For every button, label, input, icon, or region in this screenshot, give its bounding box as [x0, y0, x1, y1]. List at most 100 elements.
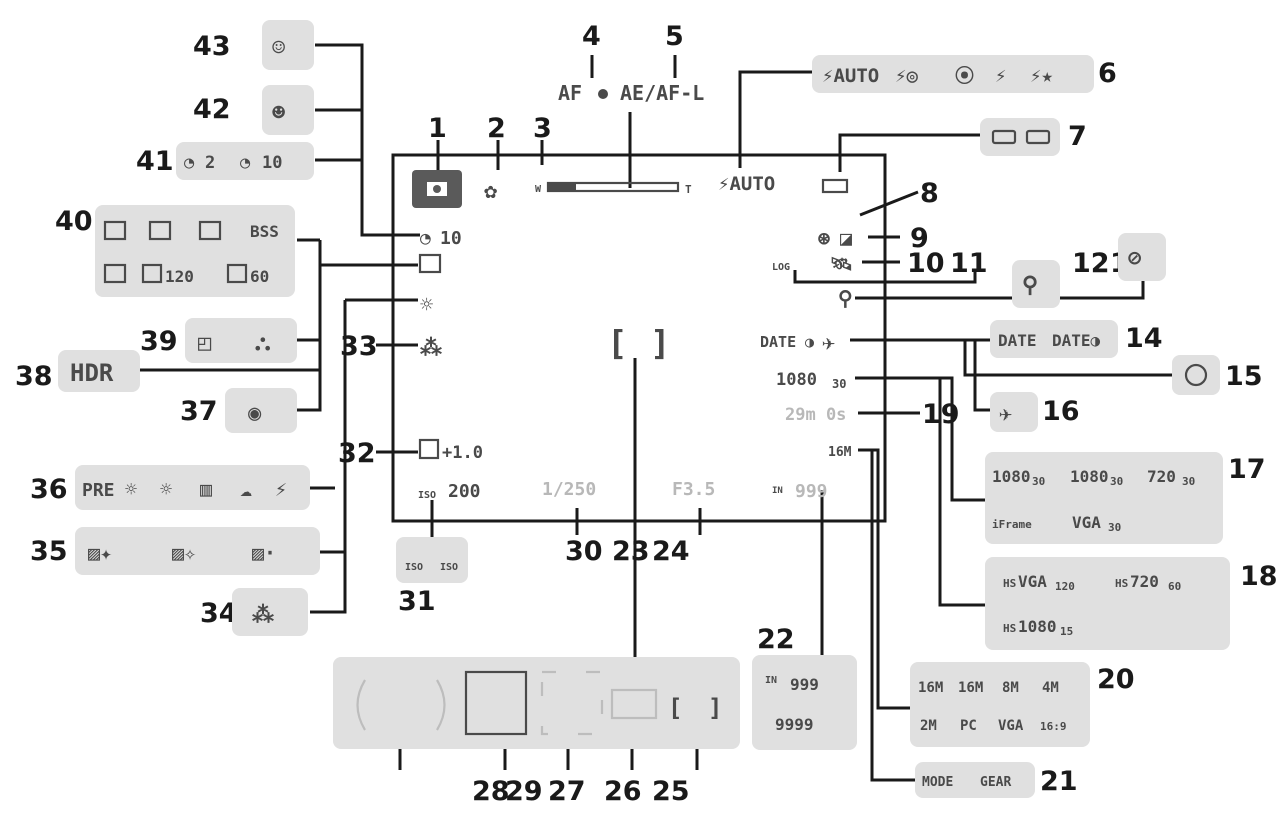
- camera-lens-icon: [433, 185, 441, 193]
- movie-option-3-res: 720: [1147, 467, 1176, 486]
- callout-5: 5: [665, 21, 684, 52]
- continuous-60: 60: [250, 267, 269, 286]
- movie-option-5-fps: 30: [1108, 521, 1121, 534]
- callout-20: 20: [1097, 664, 1135, 695]
- af-dot-icon: [598, 89, 608, 99]
- multi-shot-16-icon: [103, 263, 127, 284]
- panel-pet-timer: [262, 20, 314, 70]
- movie-option-iframe: iFrame: [992, 518, 1032, 531]
- callout-numbers: 1 2 3 4 5 6 7 8 9 10 11 12 13 14 15 16 1…: [15, 21, 1278, 807]
- panel-battery: [980, 118, 1060, 156]
- panel-travel: [990, 392, 1038, 432]
- callout-19: 19: [922, 399, 960, 430]
- callout-29: 29: [505, 776, 543, 807]
- flash-mode-indicator: ⚡AUTO: [718, 173, 775, 195]
- exposure-comp-value: +1.0: [442, 443, 483, 463]
- battery-level-indicator: [821, 178, 849, 194]
- tripod-icon: ⛬: [255, 331, 270, 356]
- callout-22: 22: [757, 624, 795, 655]
- continuous-h-icon: [103, 220, 127, 241]
- flash-slow-option: ⚡★: [1030, 65, 1053, 87]
- memory-indicator: IN: [772, 486, 783, 496]
- image-size-2m: 2M: [920, 718, 937, 734]
- panel-eye-fi-off: [1118, 233, 1166, 281]
- travel-indicator-icon: ✈: [822, 331, 835, 356]
- timer-icon-10: ◔: [240, 153, 251, 173]
- movie-option-1-res: 1080: [992, 467, 1031, 486]
- panel-smile-timer: [262, 85, 314, 135]
- iso-label-small: ISO: [405, 562, 423, 573]
- movie-option-5-res: VGA: [1072, 513, 1101, 532]
- callout-12: 12: [1072, 248, 1110, 279]
- continuous-l-icon: [148, 220, 172, 241]
- callout-17: 17: [1228, 454, 1266, 485]
- timer-icon-2: ◔: [184, 153, 195, 173]
- motion-detection-icon: ◰: [198, 331, 212, 356]
- hs-label-3: HS: [1003, 622, 1016, 635]
- face-frame-left: [356, 679, 366, 731]
- vivid-normal-icon: ▨✧: [172, 541, 196, 565]
- af-indicator: AF: [558, 81, 582, 105]
- callout-6: 6: [1098, 58, 1117, 89]
- hs-movie-3-res: 1080: [1018, 617, 1057, 636]
- callout-35: 35: [30, 536, 68, 567]
- callout-32: 32: [338, 438, 376, 469]
- exposures-remaining-indicator: 999: [795, 481, 828, 502]
- movie-length-remaining: 29m 0s: [785, 405, 846, 425]
- panel-flash-modes: [812, 55, 1094, 93]
- movie-frame-rate: 30: [832, 377, 846, 391]
- travel-destination-icon: ✈: [999, 402, 1012, 427]
- image-size-16-9: 16:9: [1040, 720, 1067, 733]
- wb-cloudy-icon: ☁: [240, 477, 252, 501]
- zoom-wide-label: W: [535, 184, 542, 195]
- hs-movie-3-fps: 15: [1060, 625, 1073, 638]
- white-balance-pre: PRE: [82, 480, 115, 501]
- panel-motion: [185, 318, 297, 363]
- iso-indicator-label: ISO: [418, 490, 436, 501]
- callout-43: 43: [193, 31, 231, 62]
- image-size-8m: 8M: [1002, 680, 1019, 696]
- hs-label-1: HS: [1003, 577, 1016, 590]
- battery-low-icon: [1025, 129, 1051, 145]
- continuous-120-icon: [141, 263, 163, 284]
- face-frame-right: [436, 679, 446, 731]
- blink-proof-icon: ◉: [248, 401, 262, 426]
- callout-28: 28: [472, 776, 510, 807]
- movie-option-2-res: 1080: [1070, 467, 1109, 486]
- panel-eye-fi: [1012, 260, 1060, 308]
- focus-area-box: [610, 688, 658, 720]
- callout-40: 40: [55, 206, 93, 237]
- panel-iso: [396, 537, 468, 583]
- hs-movie-1-fps: 120: [1055, 580, 1075, 593]
- movie-option-3-fps: 30: [1182, 475, 1195, 488]
- image-size-16m: 16M: [958, 680, 983, 696]
- continuous-60-icon: [226, 263, 248, 284]
- callout-11: 11: [950, 248, 988, 279]
- callout-26: 26: [604, 776, 642, 807]
- callout-37: 37: [180, 396, 218, 427]
- flash-redeye-option: ⚡◎: [895, 65, 918, 87]
- zoom-indicator-fill: [548, 183, 576, 191]
- date-stamp-option: DATE: [998, 331, 1037, 350]
- panel-hdr: [58, 350, 140, 392]
- hs-movie-1-res: VGA: [1018, 572, 1047, 591]
- callout-3: 3: [533, 113, 552, 144]
- vivid-high-icon: ▨✦: [88, 541, 112, 565]
- vivid-low-icon: ▨·: [252, 541, 276, 565]
- image-size-pc: PC: [960, 718, 977, 734]
- flash-off-option: ⦿: [955, 64, 974, 87]
- gps-reception-icon: 🛰: [830, 254, 853, 275]
- target-tracking-frame: [540, 670, 604, 736]
- callout-2: 2: [487, 113, 506, 144]
- eye-fi-icon: ⚲: [1022, 273, 1038, 298]
- callout-4: 4: [582, 21, 601, 52]
- date-imprint-mark: ◑: [805, 333, 814, 351]
- mode-icon-1: MODE: [922, 775, 953, 790]
- self-timer-10s: 10: [262, 153, 282, 173]
- focus-bracket-left: [: [668, 694, 682, 722]
- date-imprint-label: DATE: [760, 333, 796, 351]
- hs-movie-2-res: 720: [1130, 572, 1159, 591]
- movie-resolution: 1080: [776, 370, 817, 390]
- color-options-indicator: ⁂: [420, 336, 442, 361]
